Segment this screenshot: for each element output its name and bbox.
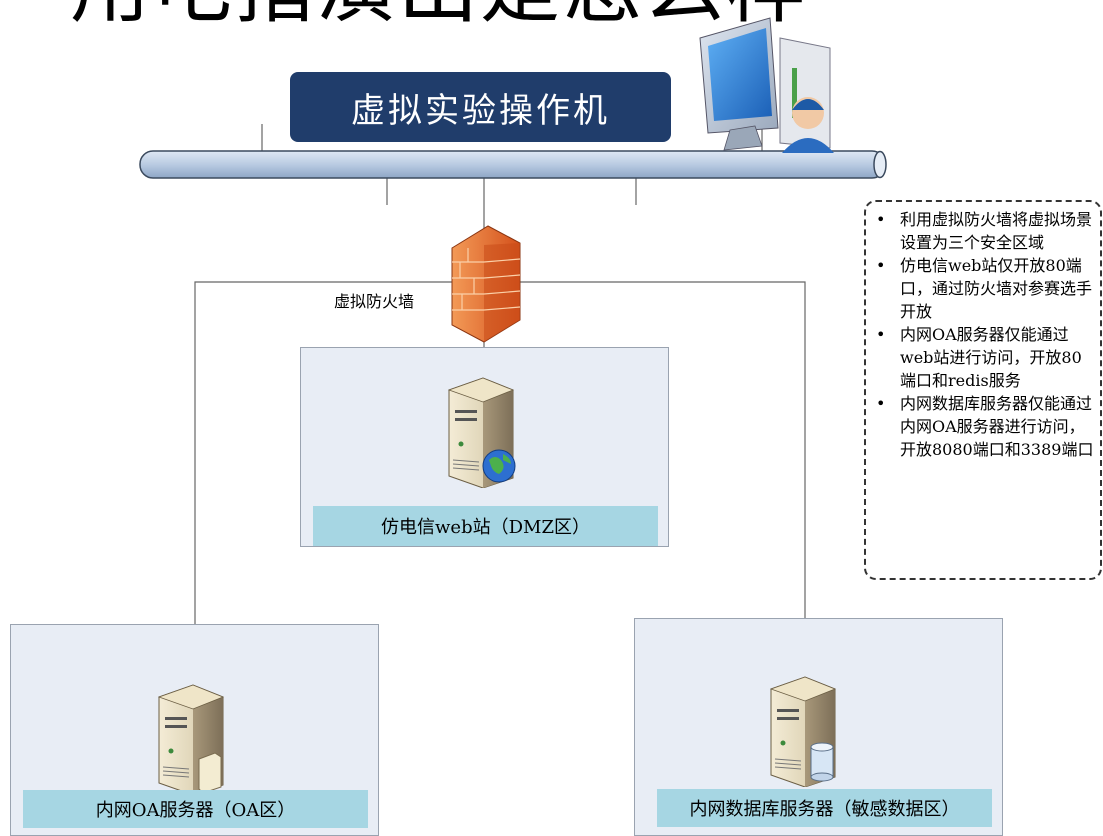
connection-lines: [194, 124, 806, 688]
file-server-icon: [157, 684, 225, 795]
database-server-icon: [769, 676, 837, 787]
notes-list: 利用虚拟防火墙将虚拟场景设置为三个安全区域 仿电信web站仅开放80端口，通过防…: [874, 208, 1094, 461]
network-backbone: [139, 150, 887, 179]
oa-zone-label: 内网OA服务器（OA区）: [23, 790, 368, 828]
note-item: 内网数据库服务器仅能通过内网OA服务器进行访问，开放8080端口和3389端口: [874, 392, 1094, 461]
db-zone-label: 内网数据库服务器（敏感数据区）: [657, 789, 992, 827]
firewall-icon: [451, 225, 521, 343]
dmz-zone: 仿电信web站（DMZ区）: [300, 347, 669, 547]
notes-panel: 利用虚拟防火墙将虚拟场景设置为三个安全区域 仿电信web站仅开放80端口，通过防…: [864, 200, 1102, 580]
db-zone: 内网数据库服务器（敏感数据区）: [634, 618, 1003, 836]
oa-zone: 内网OA服务器（OA区）: [10, 624, 379, 836]
operator-machine-label: 虚拟实验操作机: [290, 72, 671, 142]
firewall-label: 虚拟防火墙: [334, 292, 415, 311]
note-item: 仿电信web站仅开放80端口，通过防火墙对参赛选手开放: [874, 254, 1094, 323]
slide-title: 用电指演出是怎么样: [70, 0, 808, 28]
workstation-user-icon: [699, 17, 834, 153]
web-server-icon: [447, 377, 516, 488]
dmz-zone-label: 仿电信web站（DMZ区）: [313, 506, 658, 546]
note-item: 内网OA服务器仅能通过web站进行访问，开放80端口和redis服务: [874, 323, 1094, 392]
note-item: 利用虚拟防火墙将虚拟场景设置为三个安全区域: [874, 208, 1094, 254]
